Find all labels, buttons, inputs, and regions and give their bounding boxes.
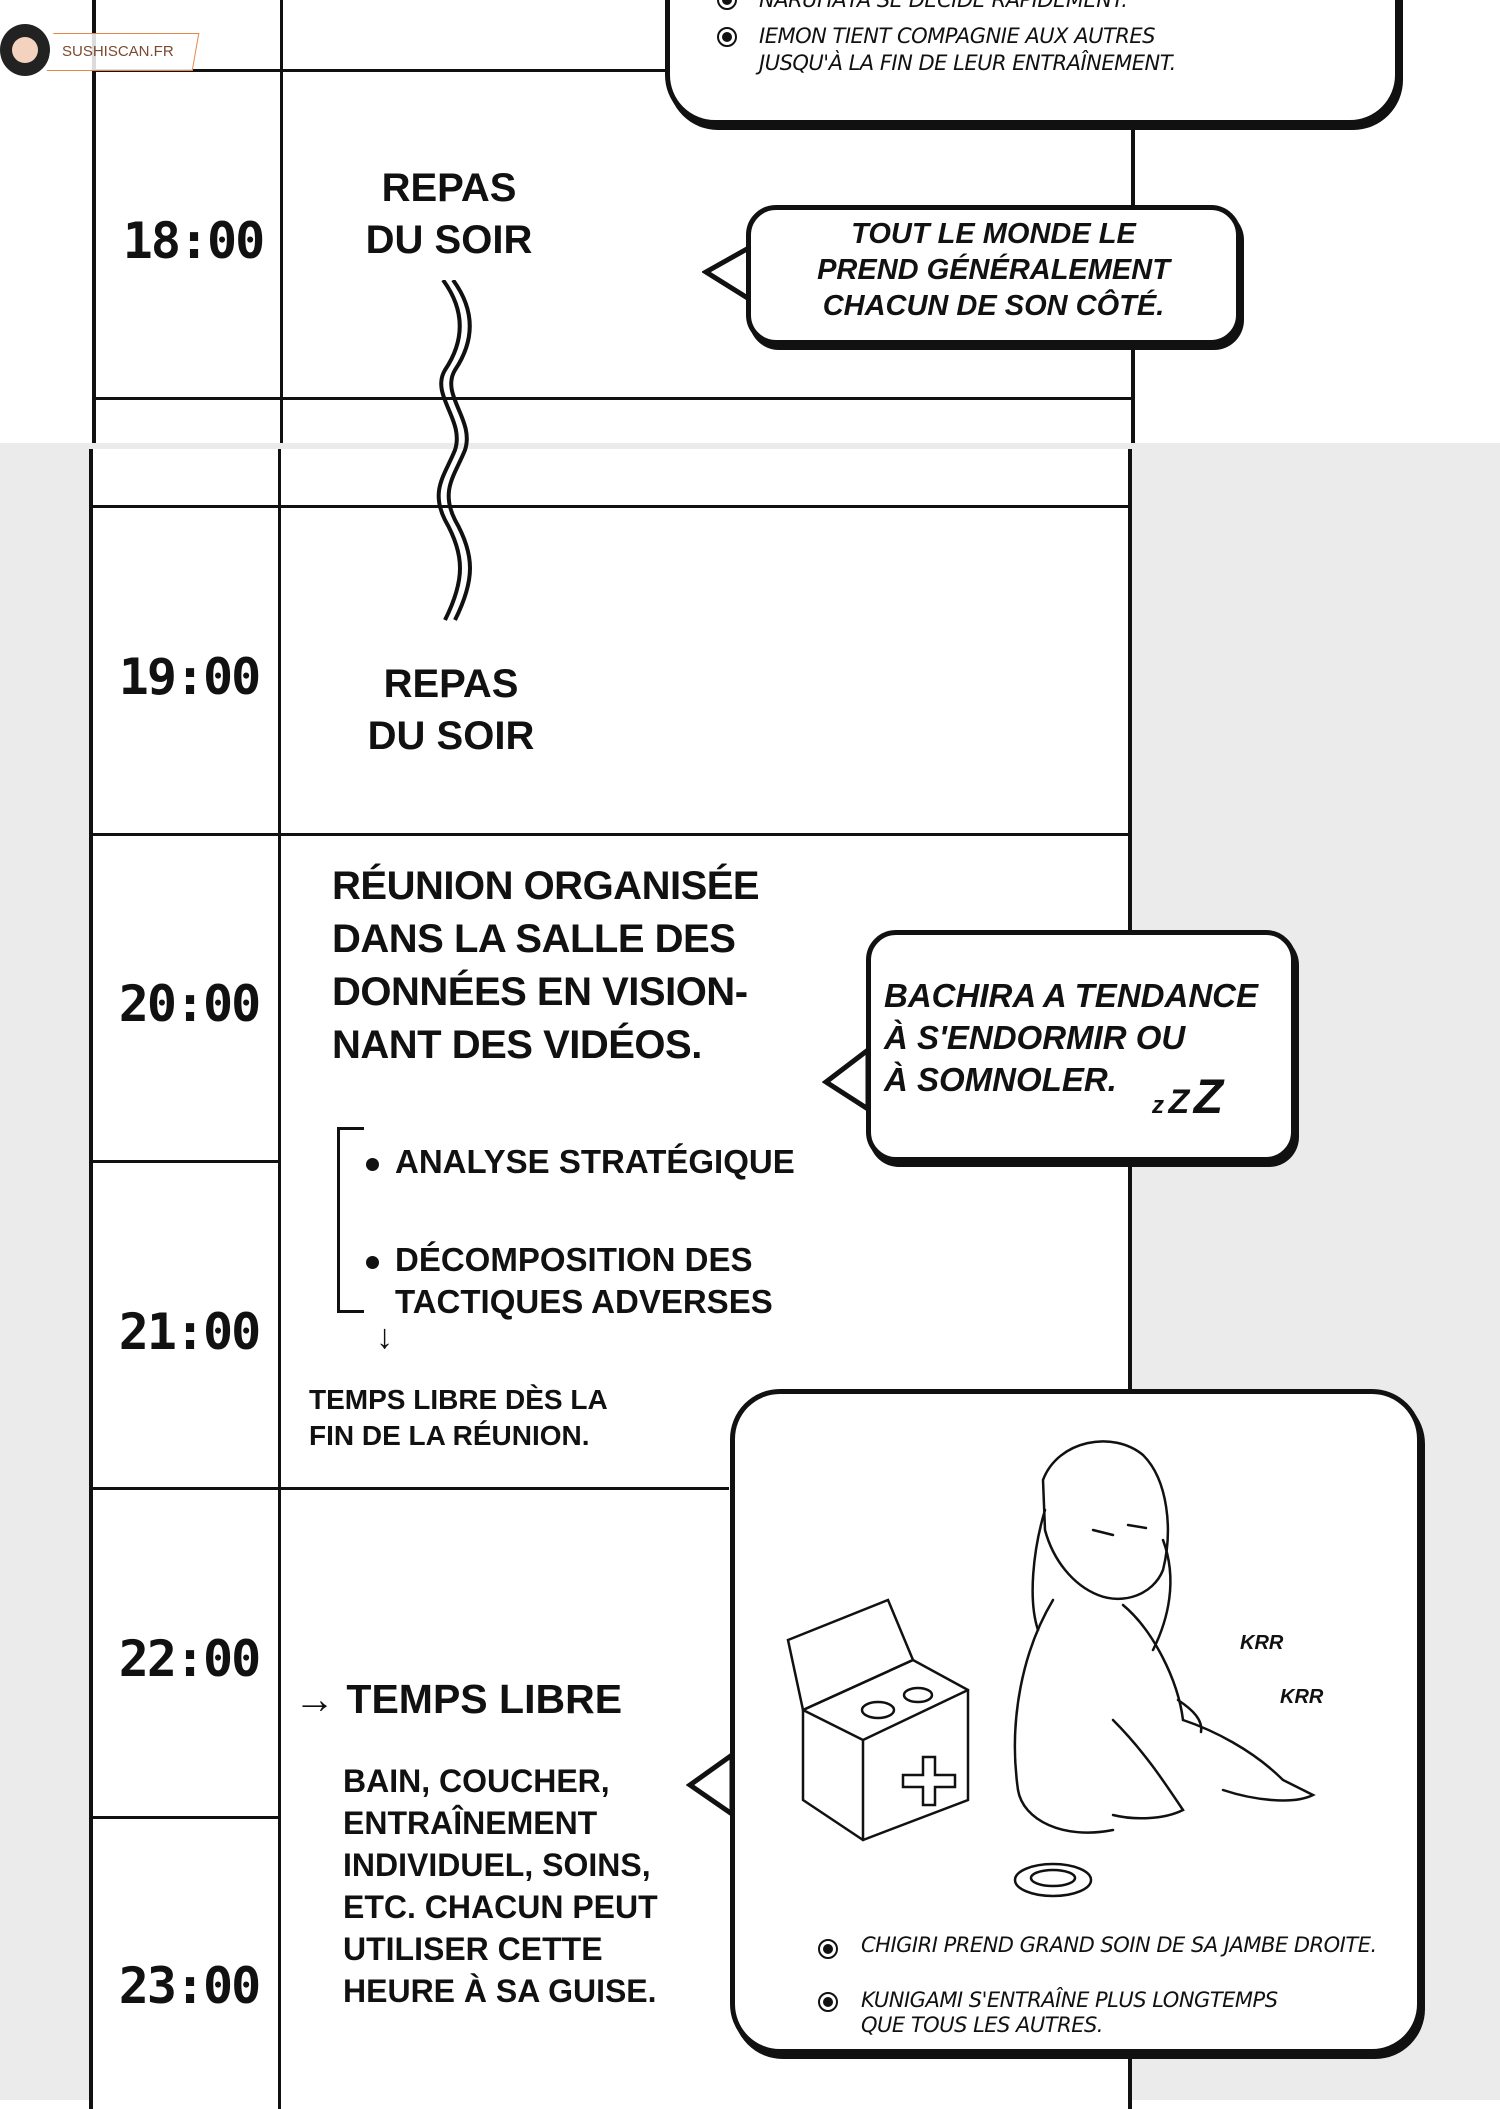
- dinner-line: DU SOIR: [367, 714, 535, 758]
- free-time-description: BAIN, COUCHER, ENTRAÎNEMENT INDIVIDUEL, …: [343, 1760, 658, 2012]
- time-label-22: 22:00: [118, 1630, 262, 1688]
- meeting-line: DONNÉES EN VISION-: [332, 970, 748, 1014]
- bracket: [337, 1127, 364, 1313]
- meeting-point: DÉCOMPOSITION DES: [395, 1241, 753, 1278]
- krr-sfx: KRR: [1240, 1632, 1284, 1654]
- time-label-23: 23:00: [118, 1957, 262, 2015]
- bullet-icon: [818, 1992, 838, 2012]
- illustration-bubble: [730, 1389, 1422, 2054]
- desc-line: HEURE À SA GUISE.: [343, 1973, 657, 2009]
- watermark-label: SUSHISCAN.FR: [62, 43, 174, 60]
- time-label-19: 19:00: [118, 648, 262, 706]
- bubble-line: À SOMNOLER.: [884, 1061, 1117, 1098]
- bachira-bubble-text: BACHIRA A TENDANCE À S'ENDORMIR OU À SOM…: [884, 975, 1258, 1101]
- bubble-line: PREND GÉNÉRALEMENT: [817, 254, 1170, 286]
- dinner-speech-bubble: [746, 205, 1241, 345]
- desc-line: BAIN, COUCHER,: [343, 1763, 610, 1799]
- wavy-continuation-line: [436, 280, 472, 621]
- arrow-down-icon: ↓: [376, 1318, 393, 1356]
- bullet-icon: [366, 1158, 379, 1171]
- bubble-line: CHACUN DE SON CÔTÉ.: [822, 290, 1165, 322]
- meeting-line: DANS LA SALLE DES: [332, 917, 736, 961]
- krr-sfx: KRR: [1280, 1686, 1324, 1708]
- desc-line: ENTRAÎNEMENT: [343, 1805, 598, 1841]
- sfx-letter: Z: [1168, 1083, 1190, 1121]
- column-divider: [280, 0, 283, 443]
- top-speech-bubble: [665, 0, 1400, 125]
- row-divider: [92, 397, 1132, 400]
- sketch-illustration: [786, 1440, 1316, 1898]
- sleep-sfx: z Z Z: [1152, 1070, 1223, 1125]
- dinner-line: DU SOIR: [365, 218, 533, 262]
- meeting-line: NANT DES VIDÉOS.: [332, 1023, 702, 1067]
- row-divider: [89, 1816, 279, 1819]
- row-divider: [89, 833, 1129, 836]
- meeting-point: ANALYSE STRATÉGIQUE: [395, 1143, 795, 1180]
- desc-line: INDIVIDUEL, SOINS,: [343, 1847, 651, 1883]
- bullet-icon: [366, 1256, 379, 1269]
- bubble-line: TOUT LE MONDE LE: [851, 218, 1136, 250]
- row-divider: [89, 505, 1129, 508]
- meeting-line: RÉUNION ORGANISÉE: [332, 864, 760, 908]
- note-line: FIN DE LA RÉUNION.: [309, 1420, 590, 1451]
- bubble-item: JUSQU'À LA FIN DE LEUR ENTRAÎNEMENT.: [759, 51, 1176, 75]
- bullet-icon: [717, 27, 737, 47]
- time-label-18: 18:00: [122, 212, 266, 270]
- row-divider: [89, 1160, 279, 1163]
- time-label-20: 20:00: [118, 975, 262, 1033]
- time-label-21: 21:00: [118, 1303, 262, 1361]
- bubble-item: CHIGIRI PREND GRAND SOIN DE SA JAMBE DRO…: [861, 1933, 1377, 1957]
- arrow-right-icon: →: [294, 1676, 335, 1722]
- bubble-tail: [686, 1750, 735, 1819]
- bubble-item: QUE TOUS LES AUTRES.: [861, 2013, 1103, 2037]
- bubble-item: KUNIGAMI S'ENTRAÎNE PLUS LONGTEMPS: [861, 1988, 1278, 2012]
- bullet-icon: [818, 1939, 838, 1959]
- sfx-letter: z: [1152, 1092, 1164, 1119]
- bubble-line: À S'ENDORMIR OU: [884, 1019, 1186, 1056]
- desc-line: UTILISER CETTE: [343, 1931, 603, 1967]
- sfx-letter: Z: [1193, 1071, 1224, 1124]
- bachira-speech-bubble: [866, 930, 1296, 1162]
- column-divider: [278, 449, 281, 2109]
- bubble-item: IEMON TIENT COMPAGNIE AUX AUTRES: [759, 24, 1155, 48]
- meeting-point: TACTIQUES ADVERSES: [395, 1283, 773, 1320]
- meeting-description: RÉUNION ORGANISÉE DANS LA SALLE DES DONN…: [332, 860, 760, 1072]
- heart-icon: [12, 37, 38, 63]
- bubble-tail: [822, 1045, 871, 1114]
- dinner-heading: REPAS DU SOIR: [331, 658, 571, 762]
- dinner-heading: REPAS DU SOIR: [329, 162, 569, 266]
- dinner-bubble-text: TOUT LE MONDE LE PREND GÉNÉRALEMENT CHAC…: [746, 216, 1241, 324]
- dinner-line: REPAS: [381, 166, 517, 210]
- desc-line: ETC. CHACUN PEUT: [343, 1889, 658, 1925]
- note-line: TEMPS LIBRE DÈS LA: [309, 1384, 608, 1415]
- bubble-item: NARUHAYA SE DÉCIDE RAPIDEMENT.: [759, 0, 1128, 12]
- after-meeting-note: TEMPS LIBRE DÈS LA FIN DE LA RÉUNION.: [309, 1382, 608, 1454]
- row-divider: [89, 1487, 729, 1490]
- row-divider: [92, 69, 1132, 72]
- watermark-logo: [0, 24, 50, 76]
- free-time-heading: → TEMPS LIBRE: [294, 1676, 622, 1723]
- free-time-label: TEMPS LIBRE: [346, 1676, 623, 1722]
- dinner-line: REPAS: [383, 662, 519, 706]
- bubble-line: BACHIRA A TENDANCE: [884, 977, 1258, 1014]
